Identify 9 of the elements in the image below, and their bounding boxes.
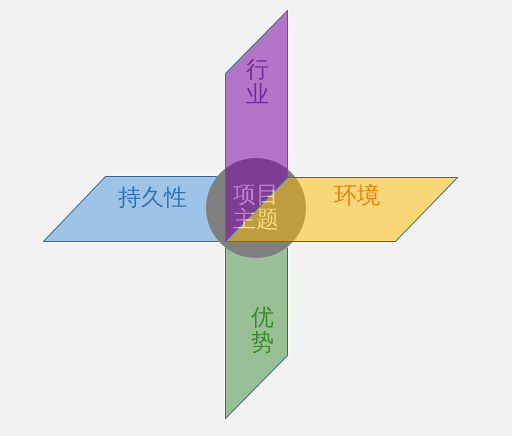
horizontal-band — [225, 177, 458, 242]
vertical-band — [225, 247, 288, 419]
horizontal-band — [43, 176, 221, 242]
band-label: 环境 — [334, 184, 380, 210]
band-label: 行业 — [246, 58, 269, 109]
band-label: 持久性 — [118, 186, 187, 212]
center-circle — [206, 158, 306, 258]
vertical-band — [225, 10, 288, 242]
band-label: 优势 — [251, 306, 274, 357]
